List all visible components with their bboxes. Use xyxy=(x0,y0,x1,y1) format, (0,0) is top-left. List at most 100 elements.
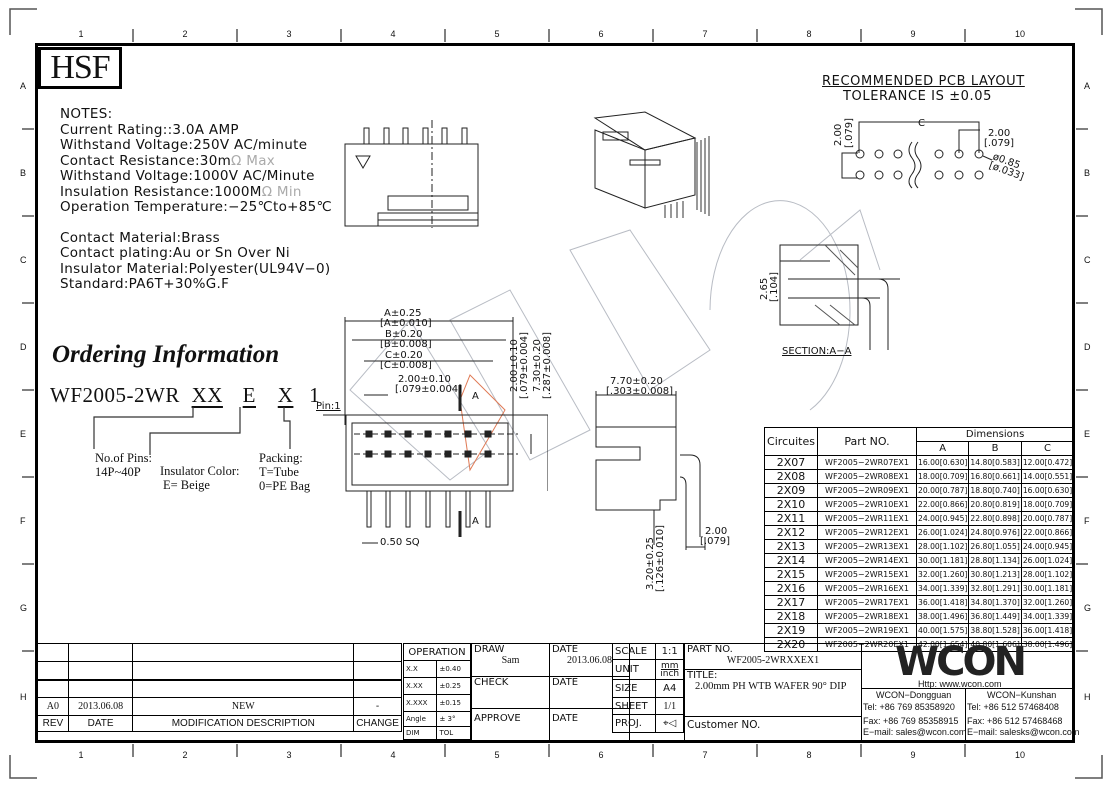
row-label: C xyxy=(1084,255,1091,265)
hsf-logo: HSF xyxy=(38,47,122,89)
note-line: Withstand Voltage:1000V AC/Minute xyxy=(60,168,315,184)
kunshan-cell xyxy=(965,688,1074,742)
header-circuits: Circuites xyxy=(764,427,818,456)
circuit-cell: 2X10 xyxy=(764,497,818,512)
dim-c-cell: 14.00[0.551] xyxy=(1020,469,1075,484)
part-number: WF2005-2WRXXEX1 xyxy=(726,655,820,666)
dim-a-cell: 16.00[0.630] xyxy=(915,455,970,470)
material-line: Contact Material:Brass xyxy=(60,229,220,246)
header-part: Part NO. xyxy=(817,427,917,456)
row-label: G xyxy=(1084,603,1092,613)
dim-a-cell: 32.00[1.260] xyxy=(915,567,970,582)
code-color: E xyxy=(242,383,256,407)
column-label: 4 xyxy=(390,29,396,39)
dongguan-fax: Fax: +86 769 85358915 xyxy=(863,716,959,726)
operation-label: OPERATION xyxy=(403,643,471,661)
tol-value: ±0.40 xyxy=(436,660,471,678)
kunshan-email: E−mail: salesks@wcon.com xyxy=(967,727,1080,737)
column-label: 8 xyxy=(806,750,812,760)
row-label: A xyxy=(1084,81,1091,91)
dim-b-cell: 20.80[0.819] xyxy=(968,497,1022,512)
dim-c-cell: 34.00[1.339] xyxy=(1020,609,1075,624)
dim-c-cell: 20.00[0.787] xyxy=(1020,511,1075,526)
notes-block: NOTES: Current Rating::3.0A AMP Withstan… xyxy=(60,106,332,293)
dim-c-cell: 22.00[0.866] xyxy=(1020,525,1075,540)
side-view-drawing xyxy=(595,391,706,550)
column-label: 6 xyxy=(598,750,604,760)
section-mark-top: A xyxy=(472,391,479,402)
dim-b-cell: 14.80[0.583] xyxy=(968,455,1022,470)
dim-b-cell: 32.80[1.291] xyxy=(968,581,1022,596)
row-label: D xyxy=(1084,342,1091,352)
dim-b-cell: 24.80[0.976] xyxy=(968,525,1022,540)
tol-foot: TOL xyxy=(436,726,471,740)
tol-value: ±0.25 xyxy=(436,677,471,695)
note-line: Current Rating::3.0A AMP xyxy=(60,121,239,138)
ordering-leader-lines xyxy=(93,407,291,455)
company-url: Http: www.wcon.com xyxy=(918,679,1002,689)
section-label: SECTION:A−A xyxy=(782,346,852,357)
column-label: 2 xyxy=(182,29,188,39)
dim-c-cell: 28.00[1.102] xyxy=(1020,567,1075,582)
pitch-in: [.079±0.004] xyxy=(395,384,463,395)
row-label: G xyxy=(20,603,28,613)
row-label: D xyxy=(20,342,27,352)
revision-table: A0 2013.06.08 NEW - REV DATE MODIFICATIO… xyxy=(37,643,402,732)
part-number-cell: WF2005−2WR12EX1 xyxy=(817,525,917,540)
note-line: Operation Temperature:−25℃to+85℃ xyxy=(60,199,332,215)
dim-b-cell: 36.80[1.449] xyxy=(968,609,1022,624)
unit-inch: inch xyxy=(660,668,680,679)
dim-c: C±0.20 xyxy=(385,350,423,361)
dim-a-cell: 28.00[1.102] xyxy=(915,539,970,554)
dongguan-tel: Tel: +86 769 85358920 xyxy=(863,702,955,712)
rev-description: NEW xyxy=(132,697,355,716)
dim-a-cell: 30.00[1.181] xyxy=(915,553,970,568)
dim-b-in: [B±0.008] xyxy=(380,339,432,350)
row-label: F xyxy=(1084,516,1090,526)
part-number-cell: WF2005−2WR16EX1 xyxy=(817,581,917,596)
part-number-cell: WF2005−2WR08EX1 xyxy=(817,469,917,484)
side-depth-in: [.303±0.008] xyxy=(606,386,674,397)
dim-b: B±0.20 xyxy=(385,329,423,340)
circuit-cell: 2X07 xyxy=(764,455,818,470)
circuit-cell: 2X17 xyxy=(764,595,818,610)
section-dim-in: [.104] xyxy=(769,271,780,302)
part-number-cell: WF2005−2WR13EX1 xyxy=(817,539,917,554)
circuit-cell: 2X15 xyxy=(764,567,818,582)
dim-c-cell: 26.00[1.024] xyxy=(1020,553,1075,568)
tol-value: ± 3° xyxy=(436,711,471,727)
column-label: 3 xyxy=(286,750,292,760)
column-label: 7 xyxy=(702,750,708,760)
dim-a-cell: 26.00[1.024] xyxy=(915,525,970,540)
pcb-row-in: [.079] xyxy=(844,117,855,148)
dongguan-name: WCON−Dongguan xyxy=(876,690,952,700)
dim-foot: DIM xyxy=(402,726,438,740)
pcb-pitch-in: [.079] xyxy=(984,138,1015,149)
circuit-cell: 2X20 xyxy=(764,637,818,652)
pin1-label: Pin:1 xyxy=(316,401,341,412)
dim-b-cell: 16.80[0.661] xyxy=(968,469,1022,484)
code-pack: X xyxy=(277,383,294,407)
kunshan-tel: Tel: +86 512 57468408 xyxy=(967,702,1059,712)
kunshan-name: WCON−Kunshan xyxy=(987,690,1057,700)
draw-date: 2013.06.08 xyxy=(567,655,612,666)
code-pins: XX xyxy=(191,383,223,407)
sheet-value: 1/1 xyxy=(655,697,684,715)
pin-size: 0.50 SQ xyxy=(380,537,420,548)
height-in: [.287±0.008] xyxy=(542,331,553,399)
wcon-logo: WCON xyxy=(895,639,1027,685)
dim-b-cell: 28.80[1.134] xyxy=(968,553,1022,568)
row-label: H xyxy=(20,692,27,702)
drawer-name: Sam xyxy=(501,655,520,666)
approve-cell: APPROVE xyxy=(471,708,550,742)
part-number-cell: WF2005−2WR07EX1 xyxy=(817,455,917,470)
